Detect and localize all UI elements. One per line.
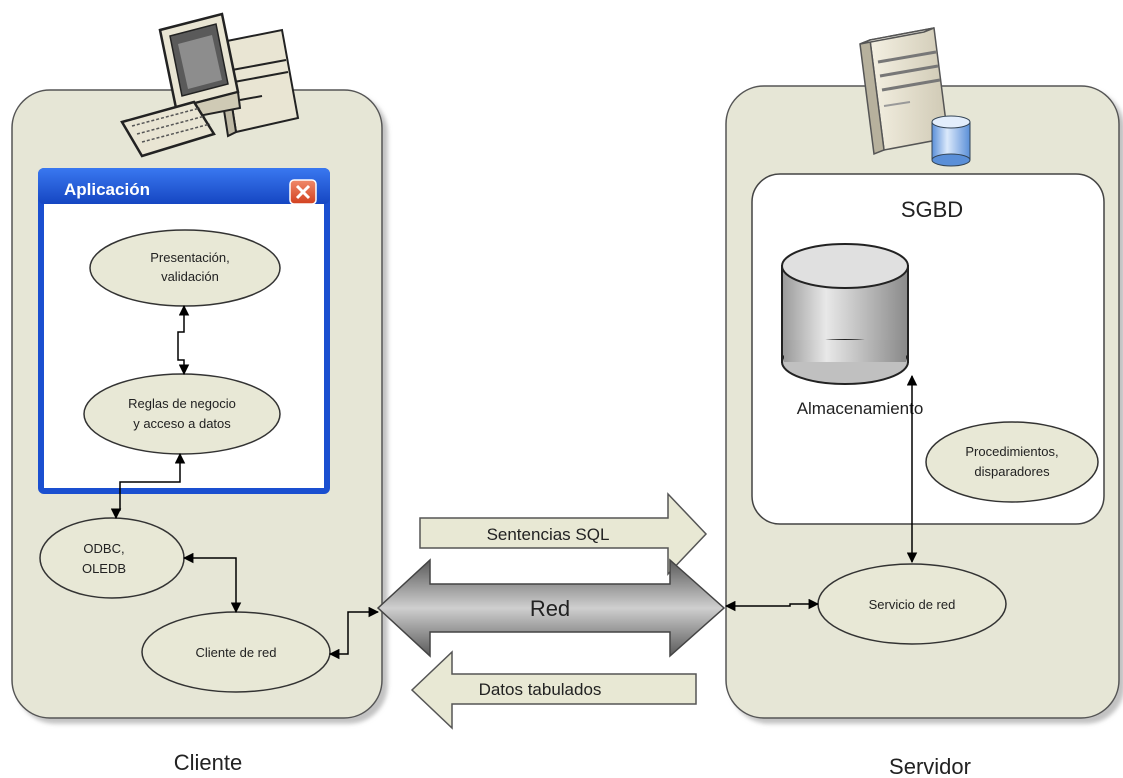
procedures-line1: Procedimientos,	[965, 444, 1058, 459]
presentation-line1: Presentación,	[150, 250, 230, 265]
keyboard-icon	[120, 100, 216, 158]
data-label: Datos tabulados	[479, 680, 602, 699]
presentation-line2: validación	[161, 269, 219, 284]
odbc-node: ODBC, OLEDB	[39, 517, 185, 599]
network-service-node: Servicio de red	[817, 563, 1007, 645]
desktop-computer-icon	[158, 12, 300, 138]
network-service-label: Servicio de red	[869, 597, 956, 612]
database-cylinder-icon	[931, 115, 971, 167]
server-connectors	[724, 374, 918, 612]
business-line2: y acceso a datos	[133, 416, 231, 431]
window-title: Aplicación	[64, 180, 150, 199]
business-rules-node: Reglas de negocio y acceso a datos	[83, 373, 281, 455]
client-caption: Cliente	[174, 750, 242, 775]
data-arrow: Datos tabulados	[410, 650, 697, 730]
storage-label: Almacenamiento	[797, 399, 924, 418]
sql-arrow: Sentencias SQL	[419, 492, 708, 576]
procedures-line2: disparadores	[974, 464, 1050, 479]
close-button[interactable]	[289, 179, 317, 205]
network-client-node: Cliente de red	[141, 611, 331, 693]
dbms-title: SGBD	[901, 197, 963, 222]
procedures-node: Procedimientos, disparadores	[925, 421, 1099, 503]
storage-cylinder	[781, 243, 909, 385]
presentation-node: Presentación, validación	[89, 229, 281, 307]
client-connectors	[110, 304, 380, 660]
red-double-arrow: Red	[376, 558, 726, 658]
odbc-line1: ODBC,	[83, 541, 124, 556]
server-caption: Servidor	[889, 754, 971, 778]
red-label: Red	[530, 596, 570, 621]
close-icon	[295, 184, 311, 200]
odbc-line2: OLEDB	[82, 561, 126, 576]
sql-label: Sentencias SQL	[487, 525, 610, 544]
business-line1: Reglas de negocio	[128, 396, 236, 411]
network-client-label: Cliente de red	[196, 645, 277, 660]
server-tower-icon	[859, 27, 949, 156]
